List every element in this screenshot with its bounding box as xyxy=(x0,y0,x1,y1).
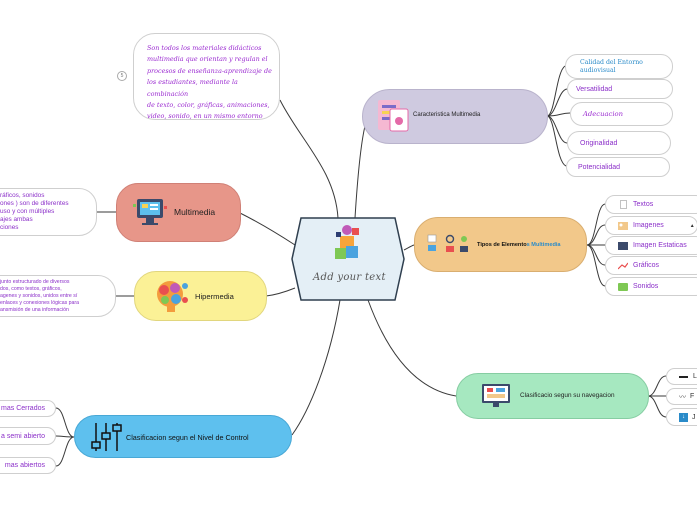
caracteristica-item-adecuacion[interactable]: Adecuacion xyxy=(570,102,673,126)
expand-caret-icon[interactable]: ▲ xyxy=(689,222,695,229)
control-item-semi-abierto[interactable]: a semi abierto xyxy=(0,427,56,445)
caracteristica-label: Caracteristica Multimedia xyxy=(413,112,481,118)
monitor-icon xyxy=(133,199,167,225)
caracteristica-item-potencialidad[interactable]: Potencialidad xyxy=(566,157,670,177)
tipos-node[interactable] xyxy=(414,217,587,272)
note-line: dos, como textos, gráficos, xyxy=(0,286,62,292)
link-tipos xyxy=(403,244,415,251)
note-line: junto estructurado de diversos xyxy=(0,279,70,285)
link-navegacion xyxy=(367,299,457,397)
top-note-text: Son todos los materiales didácticos multi… xyxy=(147,43,279,123)
clipboard-touch-icon xyxy=(378,100,409,132)
note-counter-badge[interactable]: 5 xyxy=(117,71,127,81)
control-label: Clasificacion segun el Nivel de Control xyxy=(126,433,249,442)
tipos-item-imagen-estaticas[interactable]: Imagen Estaticas xyxy=(605,236,697,255)
wave-icon: 〰 xyxy=(679,393,686,401)
film-icon xyxy=(618,241,628,250)
caracteristica-item-versatilidad[interactable]: Versatilidad xyxy=(567,79,673,99)
link-control xyxy=(291,299,341,436)
hipermedia-side-note[interactable] xyxy=(0,275,116,317)
tipos-item-imagenes[interactable]: Imagenes ▲ xyxy=(605,216,697,235)
multimedia-side-note[interactable] xyxy=(0,188,97,236)
central-title: Add your text xyxy=(313,272,386,283)
note-line: video, sonido, en un mismo entorno xyxy=(147,112,263,121)
top-definition-note[interactable]: Son todos los materiales didácticos multi… xyxy=(133,33,280,120)
download-arrow-icon: ↓ xyxy=(679,412,688,422)
tipos-label-suffix: s Multimedia xyxy=(526,242,561,248)
tipos-label-prefix: Tipos de Elemento xyxy=(477,242,527,248)
note-line: uso y con múltiples xyxy=(0,208,55,215)
navegacion-item-jerarquica[interactable]: ↓ J xyxy=(666,408,697,426)
note-line: los estudiantes, mediante la combinación xyxy=(147,78,238,98)
navegacion-item-lineal[interactable]: L xyxy=(666,368,697,385)
link-hipermedia xyxy=(265,287,296,297)
hipermedia-label: Hipermedia xyxy=(195,292,234,301)
note-line: ajes ambas xyxy=(0,216,33,223)
note-line: procesos de enseñanza-aprendizaje de xyxy=(147,66,272,75)
note-line: de texto, color, gráficas, animaciones, xyxy=(147,101,270,110)
tipos-item-textos[interactable]: Textos xyxy=(605,195,697,214)
tipos-item-graficos[interactable]: Gráficos xyxy=(605,256,697,275)
document-icon xyxy=(620,200,627,209)
navegacion-label: Clasificacio segun su navegacion xyxy=(520,392,615,399)
tipos-label: Tipos de Elementos Multimedia xyxy=(477,242,561,248)
caracteristica-item-calidad[interactable]: Calidad del Entorno audiovisual xyxy=(565,54,673,79)
media-devices-icon xyxy=(427,234,468,252)
multimedia-node[interactable] xyxy=(116,183,241,242)
note-line: ones ) son de diferentes xyxy=(0,200,69,207)
note-line: ciones xyxy=(0,224,19,231)
link-top-note xyxy=(279,99,339,219)
sliders-icon xyxy=(91,423,122,451)
colorful-head-icon xyxy=(157,281,188,312)
multimedia-label: Multimedia xyxy=(174,207,216,217)
note-line: multimedia que orientan y regulan el xyxy=(147,55,268,64)
tipos-item-sonidos[interactable]: Sonidos xyxy=(605,277,697,296)
chart-icon xyxy=(618,262,628,269)
speaker-icon xyxy=(618,282,628,291)
navegacion-item-ramificada[interactable]: 〰 F xyxy=(666,388,697,405)
control-item-cerrados[interactable]: mas Cerrados xyxy=(0,400,56,417)
note-line: Son todos los materiales didácticos xyxy=(147,44,262,52)
colorful-cubes-icon xyxy=(335,225,359,259)
control-item-abiertos[interactable]: mas abiertos xyxy=(0,457,56,474)
note-line: enlaces y conexiones lógicas para xyxy=(0,300,80,306)
note-line: agenes y sonidos, unidos entre sí xyxy=(0,293,78,299)
link-multimedia xyxy=(239,212,296,246)
note-line: ansmisión de una información xyxy=(0,307,69,313)
monitor-sitemap-icon xyxy=(482,384,510,407)
central-node[interactable] xyxy=(291,217,405,301)
hipermedia-node[interactable] xyxy=(134,271,267,321)
caracteristica-item-originalidad[interactable]: Originalidad xyxy=(567,131,671,155)
image-icon xyxy=(618,221,628,230)
note-line: ráficos, sonidos xyxy=(0,192,45,199)
line-icon xyxy=(679,375,688,378)
